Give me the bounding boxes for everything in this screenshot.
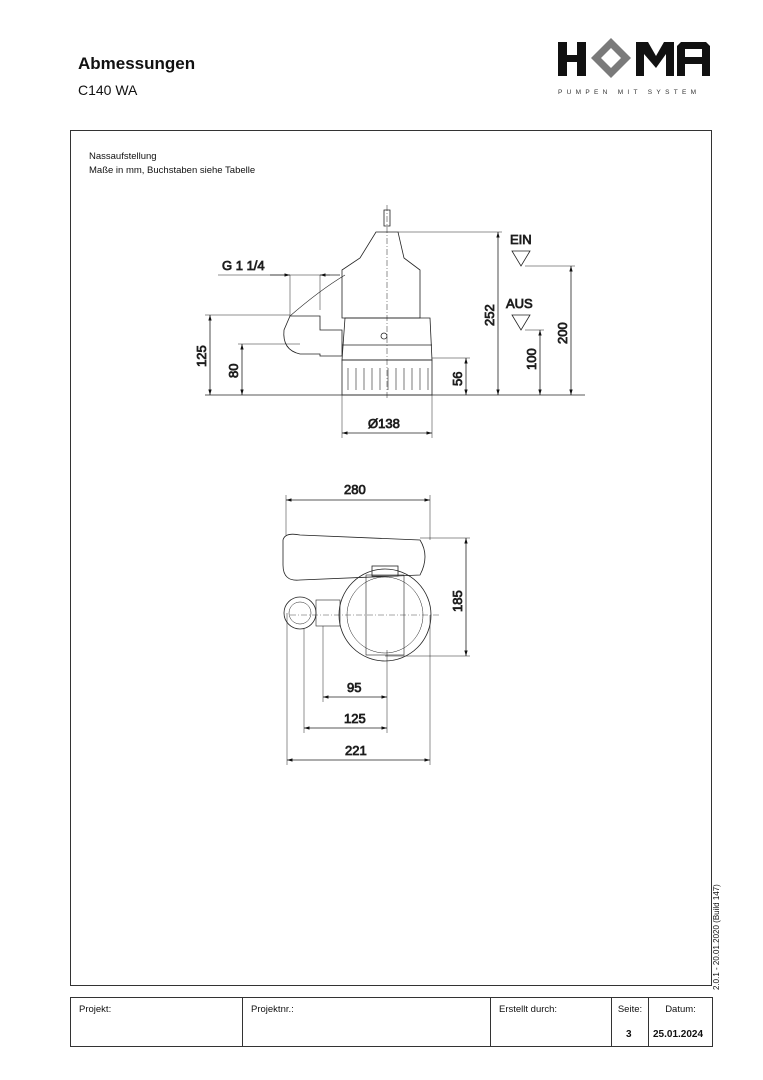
dim-56: 56 (450, 372, 465, 386)
erstellt-label: Erstellt durch: (499, 1004, 558, 1015)
units-note: Maße in mm, Buchstaben siehe Tabelle (89, 165, 256, 176)
projektnr-cell: Projektnr.: (243, 998, 491, 1046)
seite-label: Seite: (617, 1004, 643, 1015)
seite-cell: Seite: 3 (612, 998, 649, 1046)
dim-200: 200 (555, 322, 570, 344)
side-view: G 1 1/4 125 80 56 252 EIN 200 AUS 100 (194, 205, 585, 438)
homa-logo: PUMPEN MIT SYSTEM (558, 38, 710, 96)
projektnr-label: Projektnr.: (251, 1004, 294, 1015)
top-view: 280 185 95 125 221 (282, 482, 470, 765)
model-name: C140 WA (78, 82, 138, 98)
logo-tagline: PUMPEN MIT SYSTEM (558, 89, 700, 96)
level-ein-label: EIN (510, 232, 532, 247)
version-info: 2.0.1 - 20.01.2020 (Build 147) (712, 884, 721, 990)
datum-label: Datum: (665, 1004, 696, 1015)
dim-221: 221 (345, 743, 367, 758)
drawing-frame (70, 130, 712, 986)
datum-cell: Datum: 25.01.2024 (649, 998, 712, 1046)
title-block: Projekt: Projektnr.: Erstellt durch: Sei… (70, 997, 713, 1047)
projekt-cell: Projekt: (71, 998, 243, 1046)
dim-185: 185 (450, 590, 465, 612)
dim-125-width: 125 (344, 711, 366, 726)
datum-value: 25.01.2024 (653, 1029, 704, 1040)
dim-125-height: 125 (194, 345, 209, 367)
erstellt-cell: Erstellt durch: (491, 998, 612, 1046)
seite-value: 3 (626, 1029, 632, 1040)
projekt-label: Projekt: (79, 1004, 112, 1015)
installation-note: Nassaufstellung (89, 151, 157, 162)
dim-280: 280 (344, 482, 366, 497)
level-aus-label: AUS (506, 296, 533, 311)
dim-80: 80 (226, 364, 241, 378)
dim-100: 100 (524, 348, 539, 370)
thread-label: G 1 1/4 (222, 258, 265, 273)
dim-95: 95 (347, 680, 361, 695)
dim-diameter-138: Ø138 (368, 416, 400, 431)
page-title: Abmessungen (78, 54, 196, 73)
dim-252: 252 (482, 304, 497, 326)
